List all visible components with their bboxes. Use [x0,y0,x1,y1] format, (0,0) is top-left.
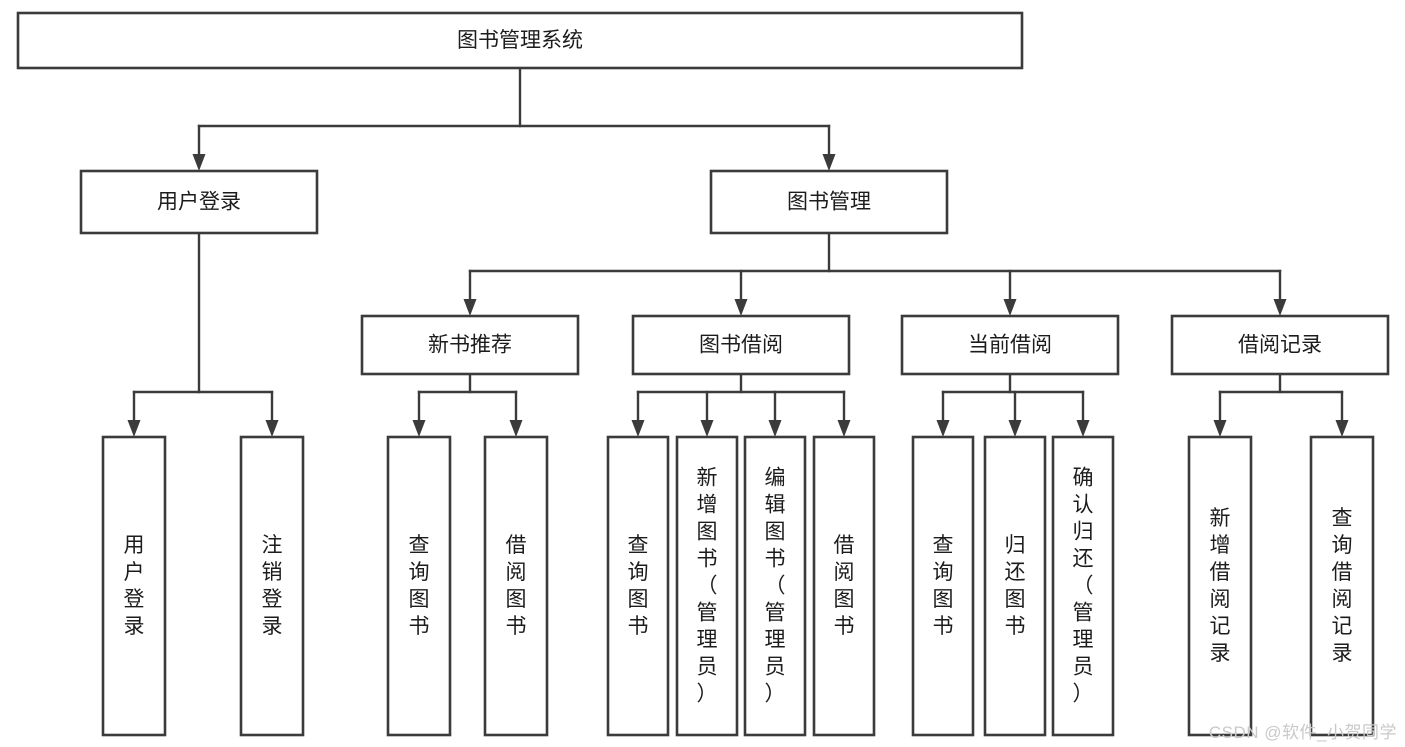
node-label: 借阅图书 [834,534,855,638]
arrow-head-icon [509,420,523,437]
node-leaf-logout-login[interactable]: 注销登录 [239,435,305,737]
node-label: 查询图书 [933,534,954,638]
arrow-head-icon [1076,420,1090,437]
node-label: 确认归还（管理员） [1073,467,1094,706]
node-leaf-query-book-3[interactable]: 查询图书 [911,435,975,737]
node-root[interactable]: 图书管理系统 [16,11,1024,70]
node-label: 图书管理 [787,191,871,214]
node-label: 查询图书 [628,534,649,638]
node-n-book-manage[interactable]: 图书管理 [709,169,949,235]
node-leaf-query-book-1[interactable]: 查询图书 [386,435,452,737]
arrow-head-icon [700,420,714,437]
node-leaf-query-book-2[interactable]: 查询图书 [606,435,670,737]
node-leaf-confirm-return[interactable]: 确认归还（管理员） [1051,435,1115,737]
arrow-head-icon [1273,299,1287,316]
node-n-borrow-record[interactable]: 借阅记录 [1170,314,1390,376]
connector-layer [127,66,1349,437]
arrow-head-icon [265,420,279,437]
node-label: 借阅图书 [506,534,527,638]
node-leaf-query-record[interactable]: 查询借阅记录 [1309,435,1375,737]
node-n-book-borrow[interactable]: 图书借阅 [631,314,851,376]
arrow-head-icon [1335,420,1349,437]
node-label: 图书管理系统 [457,29,583,52]
node-leaf-return-book[interactable]: 归还图书 [983,435,1047,737]
node-leaf-add-record[interactable]: 新增借阅记录 [1187,435,1253,737]
arrow-head-icon [127,420,141,437]
node-label: 归还图书 [1005,534,1026,638]
node-layer: 图书管理系统用户登录图书管理新书推荐图书借阅当前借阅借阅记录用户登录注销登录查询… [16,11,1390,737]
node-label: 新书推荐 [428,334,512,357]
arrow-head-icon [936,420,950,437]
node-label: 注销登录 [262,534,283,638]
node-label: 新增图书（管理员） [697,467,718,706]
node-n-current-borrow[interactable]: 当前借阅 [900,314,1120,376]
arrow-head-icon [734,299,748,316]
node-label: 当前借阅 [968,334,1052,357]
node-label: 用户登录 [157,191,241,214]
node-n-new-book-rec[interactable]: 新书推荐 [360,314,580,376]
node-n-user-login[interactable]: 用户登录 [79,169,319,235]
node-leaf-user-login[interactable]: 用户登录 [101,435,167,737]
arrow-head-icon [192,154,206,171]
node-label: 查询借阅记录 [1332,507,1353,665]
node-label: 编辑图书（管理员） [765,467,786,706]
node-leaf-borrow-book-2[interactable]: 借阅图书 [812,435,876,737]
node-leaf-edit-book[interactable]: 编辑图书（管理员） [743,435,807,737]
arrow-head-icon [1213,420,1227,437]
node-label: 查询图书 [409,534,430,638]
node-leaf-borrow-book-1[interactable]: 借阅图书 [483,435,549,737]
node-label: 借阅记录 [1238,334,1322,357]
node-label: 用户登录 [124,534,145,638]
arrow-head-icon [1003,299,1017,316]
arrow-head-icon [822,154,836,171]
arrow-head-icon [1008,420,1022,437]
arrow-head-icon [463,299,477,316]
node-label: 图书借阅 [699,334,783,357]
node-label: 新增借阅记录 [1210,507,1231,665]
watermark-label: CSDN @软件_小贺同学 [1208,723,1397,742]
arrow-head-icon [837,420,851,437]
arrow-head-icon [631,420,645,437]
node-leaf-add-book[interactable]: 新增图书（管理员） [675,435,739,737]
arrow-head-icon [768,420,782,437]
arrow-head-icon [412,420,426,437]
